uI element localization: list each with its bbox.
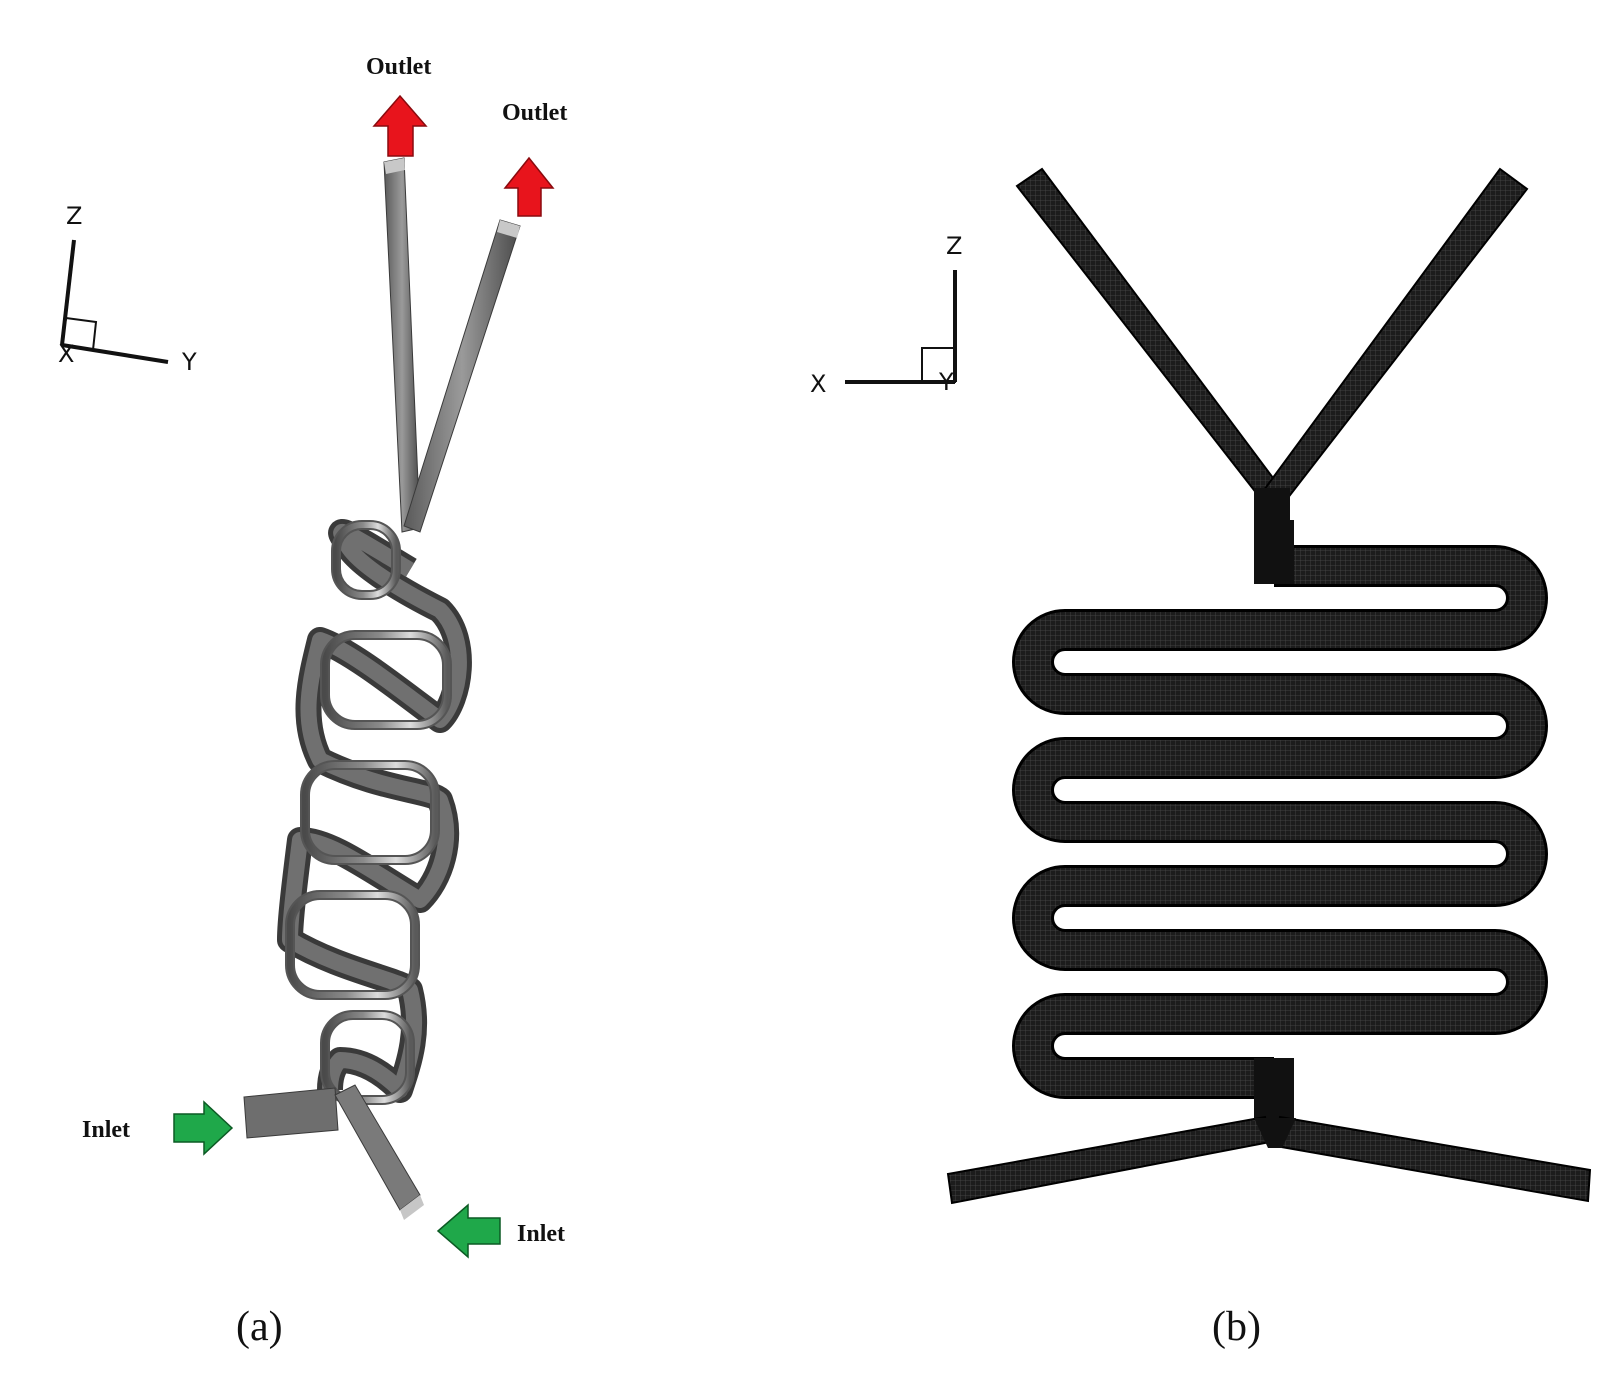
axis-z-label: Z: [66, 202, 82, 230]
axis-triad-b: Z X Y: [810, 232, 962, 398]
inlet-label-2: Inlet: [517, 1221, 565, 1247]
axis-z-label-b: Z: [946, 232, 962, 260]
caption-a: (a): [236, 1304, 283, 1350]
panel-a: Z X Y: [58, 54, 567, 1350]
outlet-arrow-2: [503, 156, 555, 217]
axis-triad-a: Z X Y: [58, 202, 197, 376]
axis-y-label-b: Y: [938, 368, 954, 396]
axis-y-label: Y: [181, 348, 197, 376]
axis-x-label-b: X: [810, 370, 826, 398]
inlet-tubes: [243, 1084, 424, 1220]
mesh-2d: [946, 167, 1592, 1205]
inlet-arrow-1: [173, 1100, 234, 1156]
caption-b: (b): [1212, 1304, 1261, 1350]
outlet-arrow-1: [372, 94, 428, 157]
outlet-tubes: [383, 157, 521, 533]
inlet-label-1: Inlet: [82, 1117, 130, 1143]
serpentine-channel-3d: [277, 518, 472, 1105]
outlet-label-2: Outlet: [502, 100, 567, 126]
inlet-arrow-2: [436, 1203, 501, 1259]
panel-b: Z X Y (b): [810, 167, 1592, 1350]
axis-x-label: X: [58, 340, 74, 368]
outlet-label-1: Outlet: [366, 54, 431, 80]
